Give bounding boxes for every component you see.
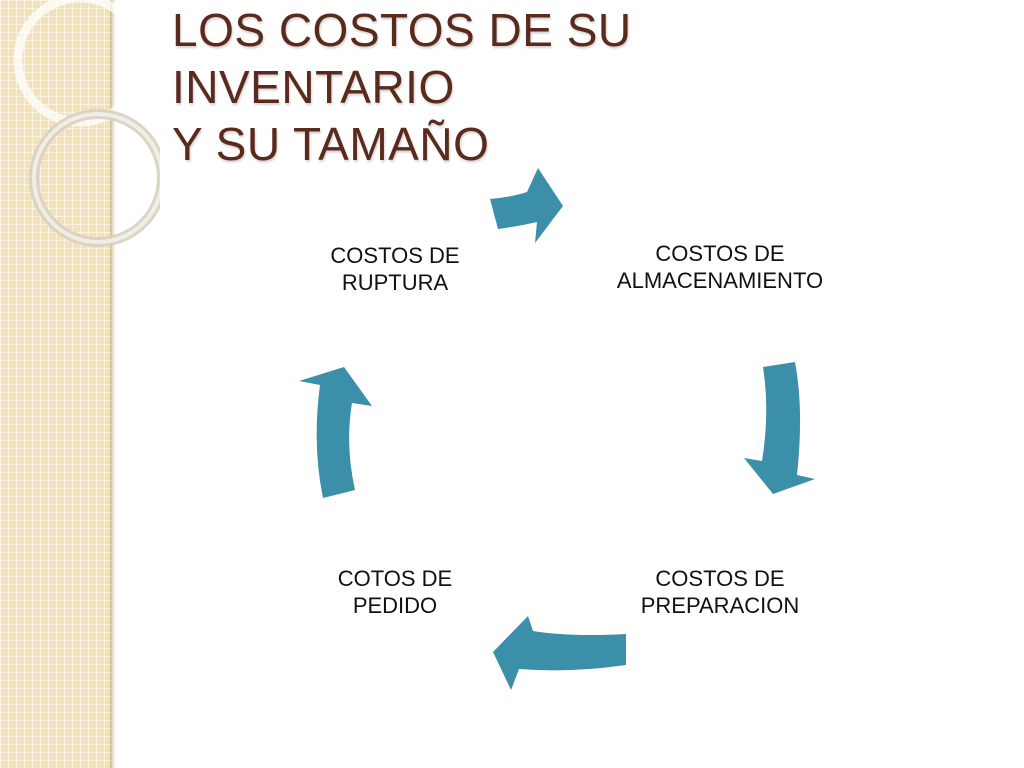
cycle-arrow-ruptura-to-almacenamiento [490, 168, 563, 243]
decorative-rings [13, 0, 160, 247]
cycle-arrow-almacenamiento-to-preparacion [744, 362, 815, 494]
side-band-shadow [110, 0, 116, 768]
node-costos-preparacion: COSTOS DE PREPARACION [600, 565, 840, 619]
node-label-line: ALMACENAMIENTO [616, 268, 824, 293]
node-costos-almacenamiento: COSTOS DE ALMACENAMIENTO [580, 240, 860, 294]
node-label-line: COTOS DE [337, 566, 453, 591]
slide-title: LOS COSTOS DE SU INVENTARIO Y SU TAMAÑO [172, 2, 632, 173]
decorative-ring-top [13, 0, 147, 127]
title-line-1: LOS COSTOS DE SU [172, 4, 632, 56]
title-line-3: Y SU TAMAÑO [172, 118, 490, 170]
cycle-arrow-preparacion-to-pedido [493, 616, 626, 690]
node-label-line: COSTOS DE [655, 241, 785, 266]
title-line-2: INVENTARIO [172, 61, 455, 113]
node-cotos-pedido: COTOS DE PEDIDO [300, 565, 490, 619]
cycle-arrow-pedido-to-ruptura [299, 367, 372, 498]
node-label-line: COSTOS DE [655, 566, 785, 591]
node-label-line: COSTOS DE [330, 243, 460, 268]
node-costos-ruptura: COSTOS DE RUPTURA [305, 242, 485, 296]
node-label-line: PEDIDO [352, 593, 438, 618]
node-label-line: PREPARACION [640, 593, 800, 618]
node-label-line: RUPTURA [341, 270, 449, 295]
